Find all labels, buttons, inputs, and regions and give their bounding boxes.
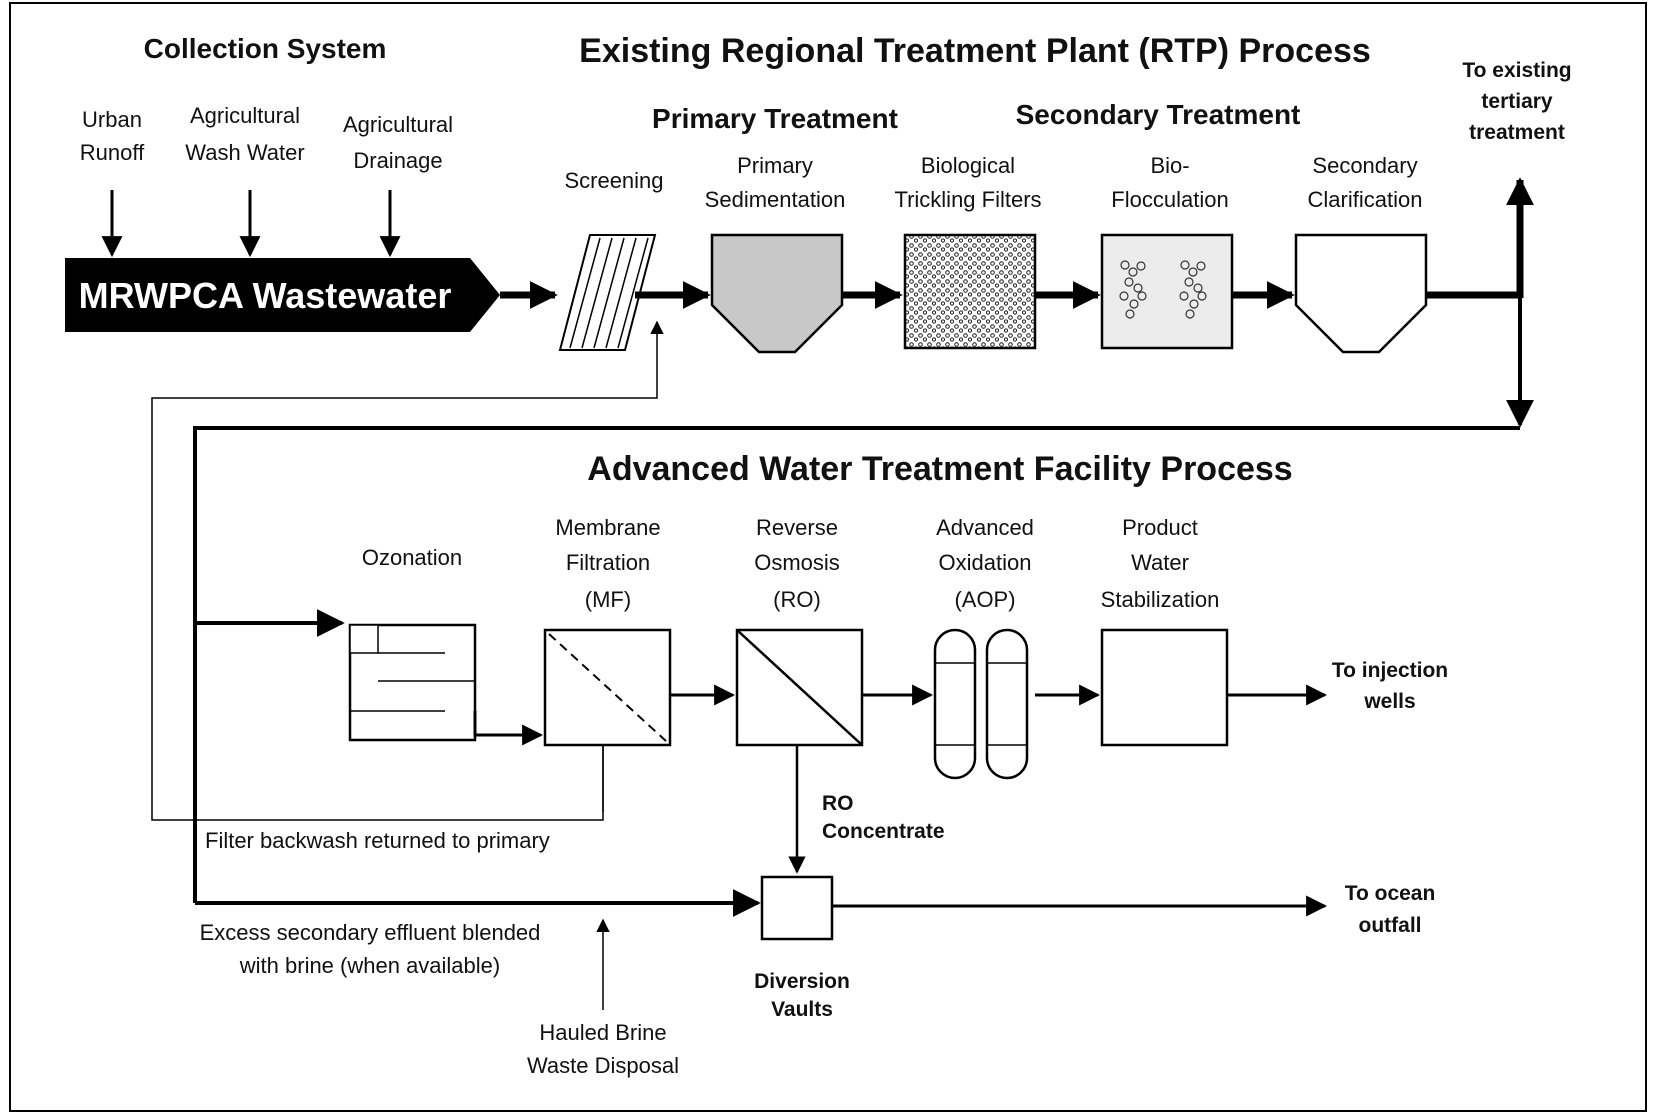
diversion-vault-icon [760,875,834,941]
tertiary-label-line3: treatment [1469,121,1565,144]
ocean-label-line2: outfall [1359,914,1422,937]
collection-system-heading: Collection System [144,33,387,64]
trickling-label-line2: Trickling Filters [894,187,1041,212]
tertiary-label-line2: tertiary [1481,90,1553,113]
membrane-filter-icon [543,628,672,747]
excess-effluent-label-line2: with brine (when available) [239,953,500,978]
source-label-line2: Wash Water [185,140,304,165]
ozonation-icon [348,623,477,742]
ro-label-line1: Reverse [756,515,838,540]
primary-sed-label-line2: Sedimentation [705,187,846,212]
trickling-filter-icon [903,233,1037,350]
aop-label-line2: Oxidation [939,550,1032,575]
source-label-line2: Runoff [80,140,145,165]
hauled-brine-label-line1: Hauled Brine [539,1020,666,1045]
ro-concentrate-label-line2: Concentrate [822,820,945,843]
mf-label-line2: Filtration [566,550,650,575]
wastewater-label: MRWPCA Wastewater [79,275,452,316]
ozonation-label: Ozonation [362,545,462,570]
screening-label: Screening [564,168,663,193]
stab-label-line2: Water [1131,550,1189,575]
hauled-brine-label-line2: Waste Disposal [527,1053,679,1078]
source-label-line1: Urban [82,107,142,132]
source-agricultural-drainage: Agricultural Drainage [343,112,453,258]
primary-treatment-heading: Primary Treatment [652,103,898,134]
tertiary-label-line1: To existing [1462,59,1571,82]
flocculation-tank-icon [1100,233,1234,350]
ro-concentrate-label-line1: RO [822,792,854,815]
stabilization-tank-icon [1100,628,1229,747]
aop-label-line3: (AOP) [954,587,1015,612]
primary-sed-label-line1: Primary [737,153,813,178]
source-urban-runoff: Urban Runoff [80,107,145,258]
wastewater-banner: MRWPCA Wastewater [65,258,500,332]
stab-label-line3: Stabilization [1101,587,1220,612]
mf-label-line3: (MF) [585,587,631,612]
source-label-line1: Agricultural [343,112,453,137]
sec-clar-label-line1: Secondary [1312,153,1417,178]
aop-label-line1: Advanced [936,515,1034,540]
source-agricultural-wash-water: Agricultural Wash Water [185,103,305,258]
trickling-label-line1: Biological [921,153,1015,178]
diversion-label-line2: Vaults [771,998,833,1021]
backwash-label: Filter backwash returned to primary [205,828,550,853]
source-label-line1: Agricultural [190,103,300,128]
reverse-osmosis-icon [735,628,864,747]
injection-label-line2: wells [1363,690,1415,713]
screen-grate-icon [558,234,657,351]
source-label-line2: Drainage [353,148,442,173]
mf-label-line1: Membrane [555,515,660,540]
bioflocc-label-line2: Flocculation [1111,187,1228,212]
ro-label-line2: Osmosis [754,550,840,575]
secondary-effluent-line [193,298,1534,917]
awt-flow-arrows [473,684,1328,874]
stab-label-line1: Product [1122,515,1198,540]
bioflocc-label-line1: Bio- [1150,153,1189,178]
injection-label-line1: To injection [1332,659,1448,682]
diversion-label-line1: Diversion [754,970,850,993]
clarifier-icon [1294,233,1428,354]
diagram-frame [9,2,1647,1112]
excess-effluent-label-line1: Excess secondary effluent blended [200,920,541,945]
rtp-heading: Existing Regional Treatment Plant (RTP) … [579,32,1371,70]
sec-clar-label-line2: Clarification [1308,187,1423,212]
ocean-label-line1: To ocean [1345,882,1436,905]
secondary-treatment-heading: Secondary Treatment [1016,99,1301,130]
awt-heading: Advanced Water Treatment Facility Proces… [587,450,1292,488]
aop-vessel-icon [933,628,1029,780]
ro-label-line3: (RO) [773,587,821,612]
sedimentation-tank-icon [710,233,844,354]
